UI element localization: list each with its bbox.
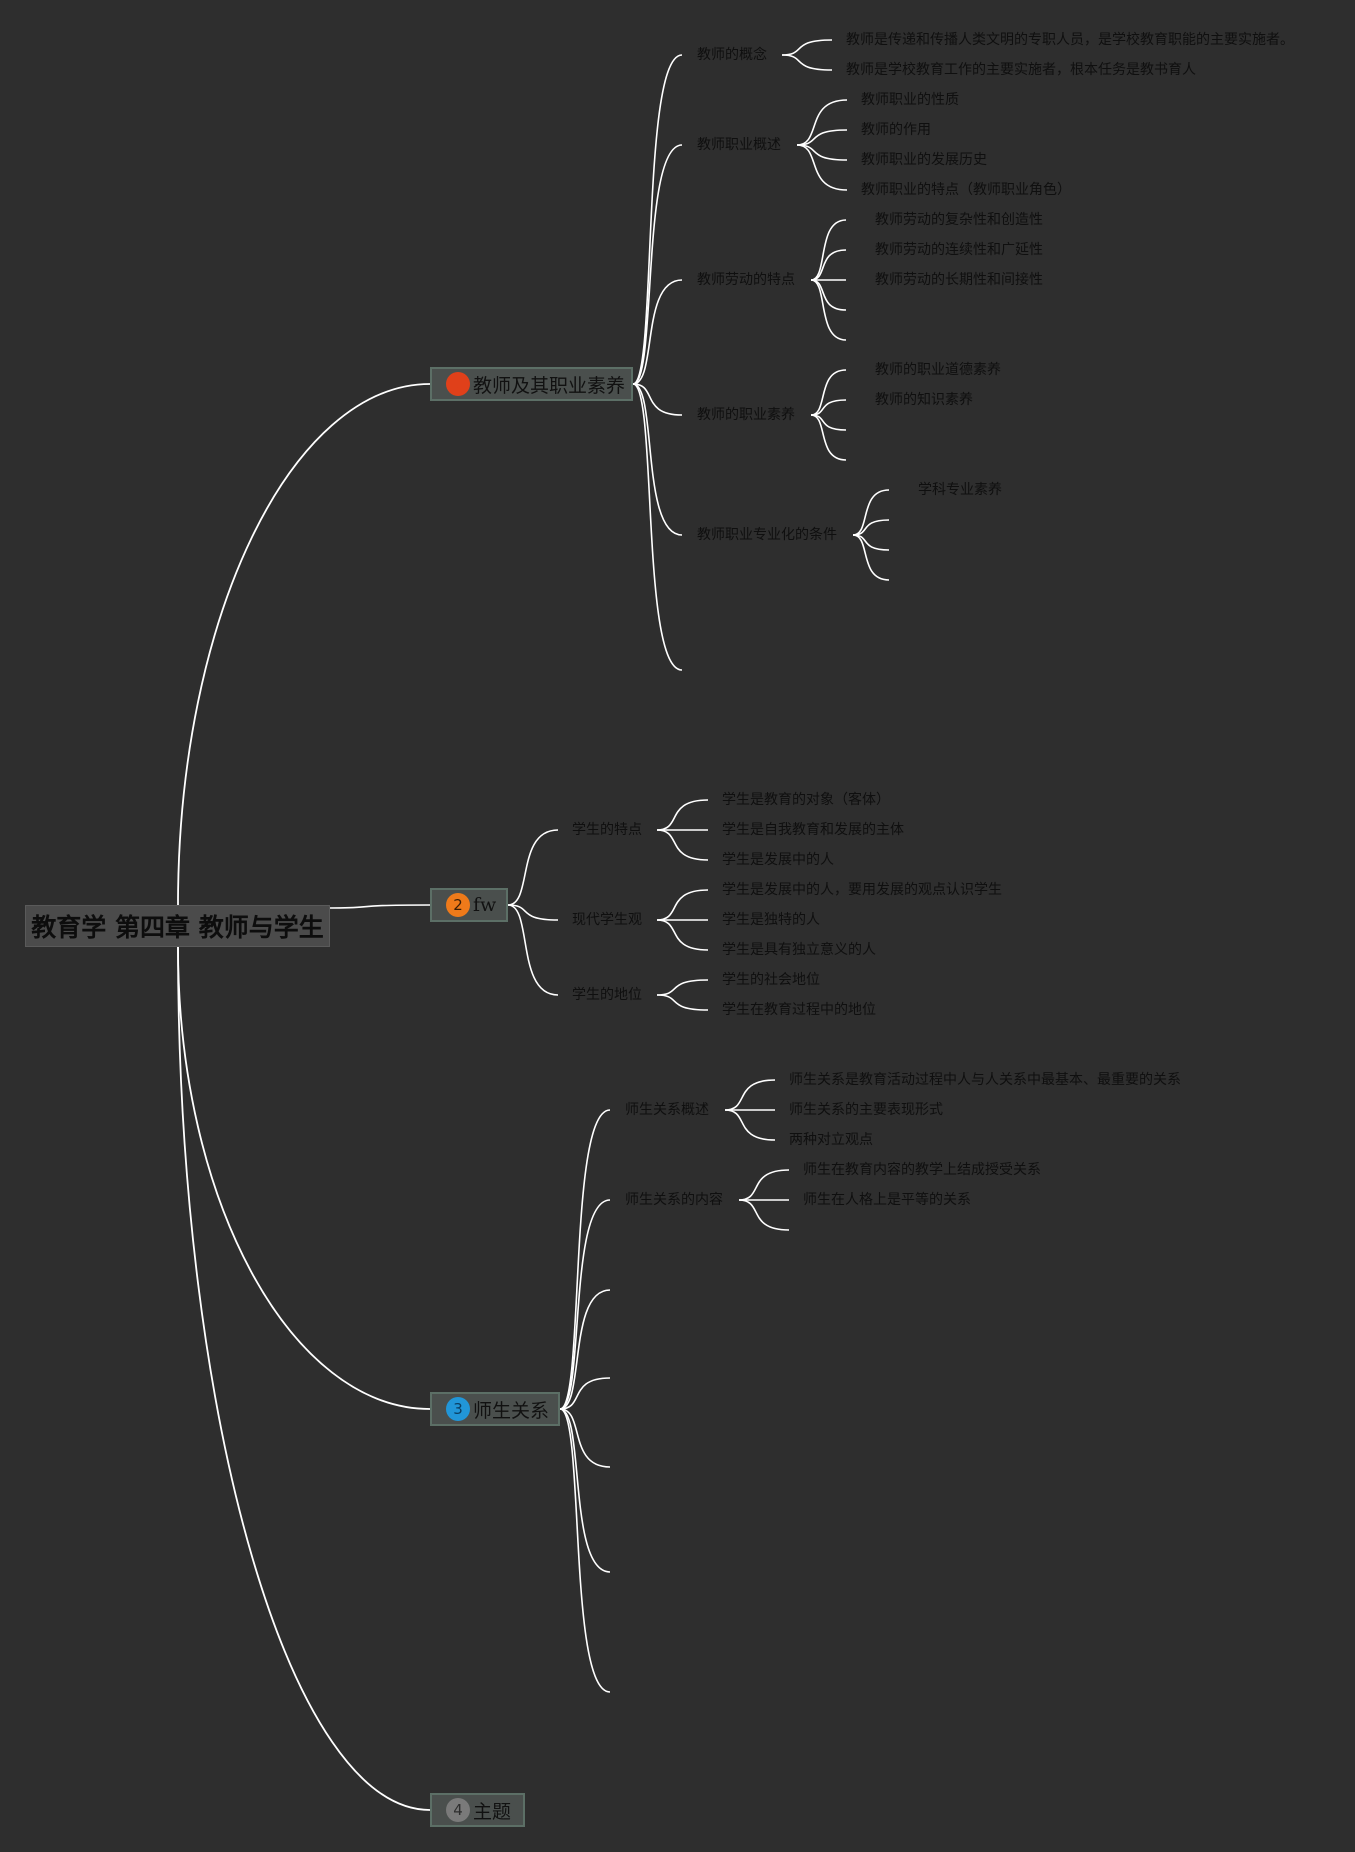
- link-t2-s0-leaf-2: [656, 829, 709, 861]
- leaf-2-1-1[interactable]: 学生是教育的对象（客体）: [722, 792, 890, 808]
- link-t3-sub-3: [559, 1377, 611, 1410]
- topic-student[interactable]: 2 fw: [430, 888, 508, 922]
- link-t3-sub-1: [559, 1199, 611, 1410]
- link-t1-sub-4: [632, 383, 683, 536]
- leaf-3-2-1[interactable]: 师生在教育内容的教学上结成授受关系: [803, 1162, 1041, 1178]
- leaf-1-1-1[interactable]: 教师是传递和传播人类文明的专职人员，是学校教育职能的主要实施者。: [846, 32, 1294, 48]
- link-t1-s3-leaf-0: [810, 369, 847, 416]
- link-t1-sub-3: [632, 383, 683, 416]
- link-t3-s0-leaf-0: [724, 1079, 776, 1111]
- topic-student-label: fw: [473, 894, 497, 916]
- leaf-2-1-3[interactable]: 学生是发展中的人: [722, 852, 834, 868]
- subtopic-teacher-profession-overview[interactable]: 教师职业概述: [697, 137, 781, 153]
- badge-3: 3: [446, 1397, 470, 1421]
- leaf-1-5-1[interactable]: 学科专业素养: [918, 482, 1002, 498]
- leaf-3-1-2[interactable]: 师生关系的主要表现形式: [789, 1102, 943, 1118]
- link-t3-sub-4: [559, 1408, 611, 1468]
- subtopic-teacher-professional-quality[interactable]: 教师的职业素养: [697, 407, 795, 423]
- root-topic-label: 教育学 第四章 教师与学生: [31, 913, 324, 942]
- leaf-2-1-2[interactable]: 学生是自我教育和发展的主体: [722, 822, 904, 838]
- link-t1-s0-leaf-1: [781, 54, 833, 71]
- badge-1: 1: [446, 372, 470, 396]
- leaf-3-2-2[interactable]: 师生在人格上是平等的关系: [803, 1192, 971, 1208]
- root-topic[interactable]: 教育学 第四章 教师与学生: [25, 905, 330, 947]
- leaf-1-3-2[interactable]: 教师劳动的连续性和广延性: [875, 242, 1043, 258]
- leaf-1-1-2[interactable]: 教师是学校教育工作的主要实施者，根本任务是教书育人: [846, 62, 1196, 78]
- link-t1-s4-leaf-3: [852, 534, 890, 581]
- link-t3-sub-6: [559, 1408, 611, 1693]
- link-root-topic-3: [177, 946, 431, 1410]
- subtopic-professionalization-conditions[interactable]: 教师职业专业化的条件: [697, 527, 837, 543]
- link-t1-s2-leaf-0: [810, 219, 847, 281]
- leaf-2-3-2[interactable]: 学生在教育过程中的地位: [722, 1002, 876, 1018]
- leaf-1-3-3[interactable]: 教师劳动的长期性和间接性: [875, 272, 1043, 288]
- badge-2: 2: [446, 893, 470, 917]
- subtopic-modern-student-view[interactable]: 现代学生观: [572, 912, 642, 928]
- leaf-1-4-1[interactable]: 教师的职业道德素养: [875, 362, 1001, 378]
- link-t1-s1-leaf-1: [796, 129, 848, 146]
- link-t3-s0-leaf-2: [724, 1109, 776, 1141]
- link-t1-s0-leaf-0: [781, 39, 833, 56]
- link-t1-s1-leaf-3: [796, 144, 848, 191]
- topic-teacher[interactable]: 1 教师及其职业素养: [430, 367, 633, 401]
- topic-theme[interactable]: 4 主题: [430, 1793, 525, 1827]
- leaf-1-2-2[interactable]: 教师的作用: [861, 122, 931, 138]
- link-t2-s2-leaf-0: [656, 979, 709, 996]
- link-t1-sub-1: [632, 144, 683, 385]
- link-t2-sub-2: [507, 904, 559, 996]
- link-t3-sub-0: [559, 1109, 611, 1410]
- topic-teacher-student-relation[interactable]: 3 师生关系: [430, 1392, 560, 1426]
- link-t1-s2-leaf-3: [810, 279, 847, 311]
- leaf-1-2-3[interactable]: 教师职业的发展历史: [861, 152, 987, 168]
- link-root-topic-1: [177, 383, 431, 906]
- subtopic-teacher-concept[interactable]: 教师的概念: [697, 47, 767, 63]
- leaf-2-3-1[interactable]: 学生的社会地位: [722, 972, 820, 988]
- link-t1-s2-leaf-4: [810, 279, 847, 341]
- link-t1-s3-leaf-3: [810, 414, 847, 461]
- leaf-1-2-1[interactable]: 教师职业的性质: [861, 92, 959, 108]
- link-t2-s0-leaf-0: [656, 799, 709, 831]
- leaf-2-2-3[interactable]: 学生是具有独立意义的人: [722, 942, 876, 958]
- link-t1-sub-5: [632, 383, 683, 671]
- link-t3-s1-leaf-0: [738, 1169, 790, 1201]
- link-t2-sub-0: [507, 829, 559, 906]
- badge-4: 4: [446, 1798, 470, 1822]
- topic-relation-label: 师生关系: [473, 1399, 550, 1422]
- link-root-topic-4: [177, 946, 431, 1811]
- topic-theme-label: 主题: [473, 1800, 512, 1823]
- link-t3-sub-2: [559, 1289, 611, 1410]
- leaf-3-1-3[interactable]: 两种对立观点: [789, 1132, 873, 1148]
- subtopic-relation-overview[interactable]: 师生关系概述: [625, 1102, 709, 1118]
- link-t2-s1-leaf-2: [656, 919, 709, 951]
- link-root-topic-2: [329, 904, 431, 909]
- leaf-2-2-1[interactable]: 学生是发展中的人，要用发展的观点认识学生: [722, 882, 1002, 898]
- link-t1-sub-0: [632, 54, 683, 385]
- link-t2-s2-leaf-1: [656, 994, 709, 1011]
- leaf-3-1-1[interactable]: 师生关系是教育活动过程中人与人关系中最基本、最重要的关系: [789, 1072, 1181, 1088]
- subtopic-student-status[interactable]: 学生的地位: [572, 987, 642, 1003]
- leaf-1-2-4[interactable]: 教师职业的特点（教师职业角色）: [861, 182, 1071, 198]
- subtopic-relation-content[interactable]: 师生关系的内容: [625, 1192, 723, 1208]
- topic-teacher-label: 教师及其职业素养: [473, 374, 626, 397]
- link-t3-sub-5: [559, 1408, 611, 1573]
- subtopic-student-features[interactable]: 学生的特点: [572, 822, 642, 838]
- link-t2-sub-1: [507, 904, 559, 921]
- link-t3-s1-leaf-2: [738, 1199, 790, 1231]
- subtopic-teacher-labor-features[interactable]: 教师劳动的特点: [697, 272, 795, 288]
- leaf-2-2-2[interactable]: 学生是独特的人: [722, 912, 820, 928]
- link-t1-s1-leaf-0: [796, 99, 848, 146]
- link-t1-s4-leaf-0: [852, 489, 890, 536]
- leaf-1-4-2[interactable]: 教师的知识素养: [875, 392, 973, 408]
- leaf-1-3-1[interactable]: 教师劳动的复杂性和创造性: [875, 212, 1043, 228]
- link-t1-sub-2: [632, 279, 683, 385]
- link-t1-s2-leaf-1: [810, 249, 847, 281]
- link-t2-s1-leaf-0: [656, 889, 709, 921]
